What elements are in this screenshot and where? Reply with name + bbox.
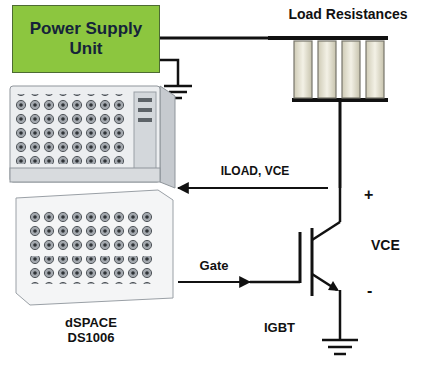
signal-label: Gate (198, 259, 231, 273)
polarity-sign: - (367, 282, 372, 300)
polarity-sign: + (364, 186, 373, 204)
connector-panel (28, 256, 154, 284)
rack-module (134, 92, 156, 176)
signal-label: ILOAD, VCE (219, 165, 292, 178)
rack-slot (138, 98, 152, 102)
voltage-label: VCE (371, 238, 400, 253)
collector-lead (312, 222, 340, 240)
ground-bar (328, 346, 352, 349)
signal-arrow (178, 281, 250, 283)
dspace-hardware-picture (10, 86, 175, 305)
wire (160, 37, 268, 40)
bus-bar (268, 36, 388, 40)
io-box (16, 190, 173, 305)
ground-bar (164, 85, 192, 88)
wire (339, 100, 342, 104)
ground-wire (160, 60, 178, 86)
ground-bar (169, 91, 187, 94)
gate-lead (250, 281, 300, 284)
resistor-symbol (318, 41, 336, 98)
resistor-symbol (342, 41, 360, 98)
node-label: Load Resistances (288, 6, 407, 22)
gate-plate (299, 232, 302, 283)
igbt-symbol (250, 188, 358, 354)
dspace-unit: dSPACE DS1006 (4, 80, 178, 350)
wire (339, 104, 342, 188)
emitter-arrow (328, 281, 339, 291)
resistor-symbol (294, 41, 312, 98)
collector-lead (339, 188, 342, 222)
node-label: dSPACE DS1006 (53, 316, 129, 346)
ground-bar (334, 353, 346, 356)
rack-slot (138, 108, 152, 112)
connector-panel (16, 94, 128, 164)
ground-bar (322, 339, 358, 342)
signal-arrow (178, 187, 328, 189)
connector-panel (28, 208, 154, 250)
rack-base (10, 168, 160, 182)
resistor-symbol (366, 41, 384, 98)
power-supply-box: Power Supply Unit (12, 5, 160, 73)
resistor-bank (268, 38, 388, 104)
load-resistor-bank: Load Resistances (268, 4, 428, 104)
node-label: Power Supply Unit (21, 19, 151, 58)
rack-front (10, 86, 160, 182)
node-label: IGBT (264, 321, 295, 336)
channel-bar (311, 228, 314, 296)
rack-slot (138, 118, 152, 122)
rack-side (160, 86, 175, 188)
emitter-lead (339, 290, 342, 340)
igbt-device: IGBT (250, 188, 355, 338)
